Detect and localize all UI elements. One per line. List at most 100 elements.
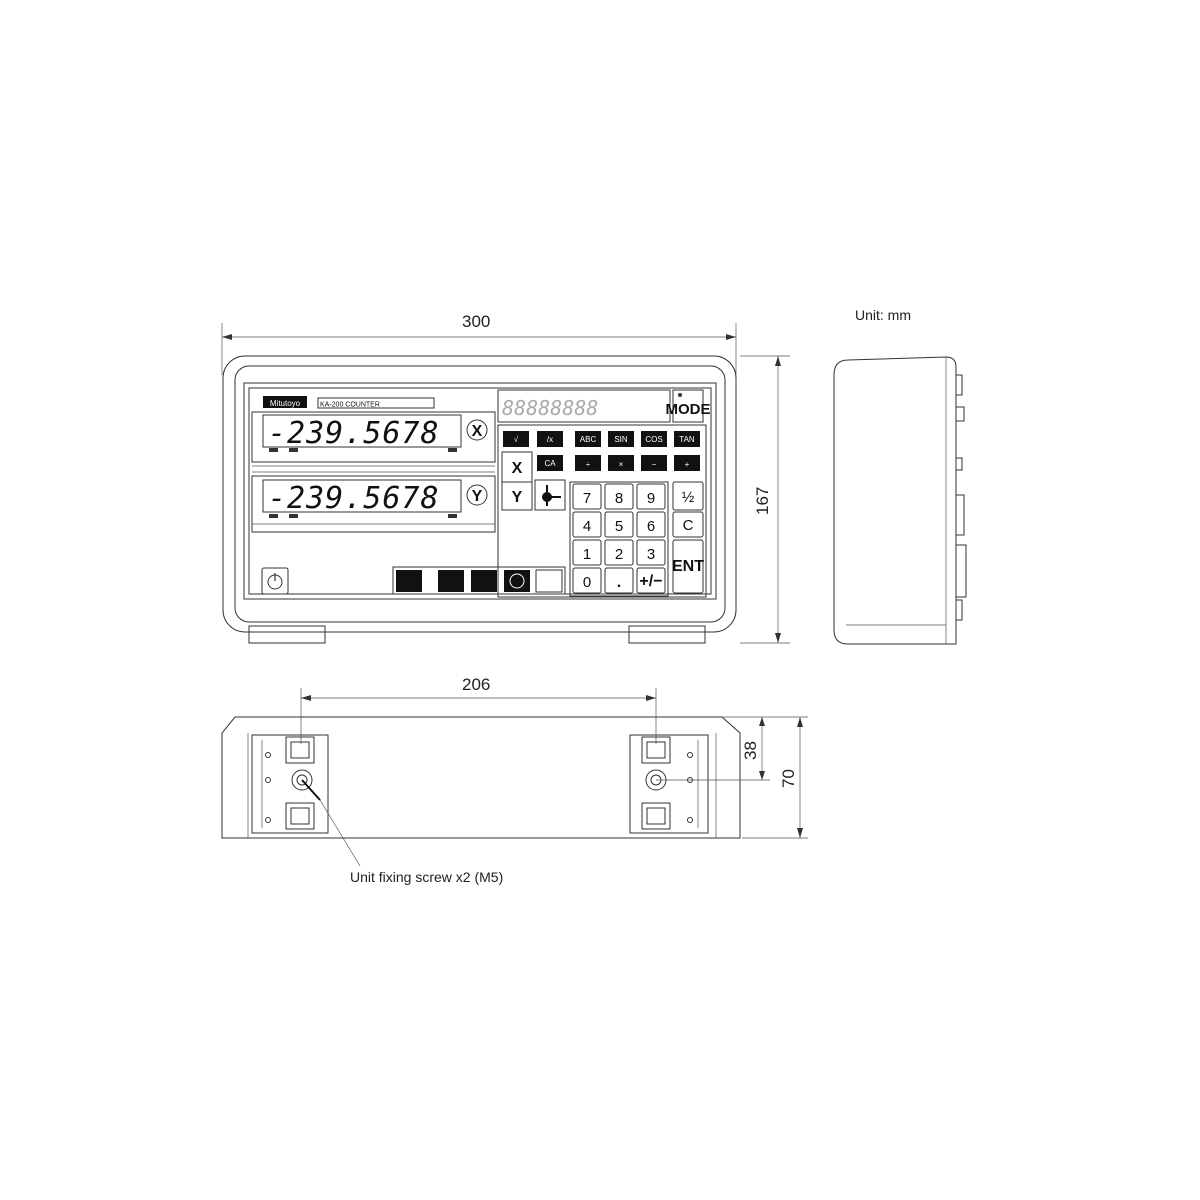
svg-text:CA: CA — [544, 459, 556, 468]
side-view — [833, 356, 967, 645]
height-value: 167 — [753, 487, 772, 515]
depth-to-screw-value: 38 — [741, 741, 760, 760]
svg-text:6: 6 — [647, 518, 655, 535]
svg-text:0: 0 — [583, 574, 591, 591]
y-display-frame — [251, 475, 496, 533]
svg-text:/x: /x — [547, 435, 553, 444]
x-axis-indicator — [466, 419, 488, 441]
numeric-keypad: 7 8 9 4 5 6 1 2 3 0 . +/− — [569, 481, 669, 597]
front-view: Mitutoyo KA-200 COUNTER -239.5678 X -239… — [222, 355, 737, 644]
divide-key[interactable] — [575, 455, 601, 471]
half-button[interactable] — [672, 481, 704, 511]
clear-button[interactable] — [672, 511, 704, 538]
x-display — [262, 414, 462, 448]
front-foot-left — [248, 625, 326, 644]
width-value: 300 — [462, 312, 490, 331]
bottom-view — [221, 716, 770, 839]
key-1[interactable] — [572, 539, 602, 566]
svg-text:COS: COS — [645, 435, 662, 444]
screw-callout: Unit fixing screw x2 (M5) — [301, 779, 503, 885]
power-icon — [267, 573, 283, 590]
plus-key[interactable] — [674, 455, 700, 471]
bottom-function-keys — [392, 566, 566, 595]
svg-text:4: 4 — [583, 518, 591, 535]
sin-key[interactable] — [608, 431, 634, 447]
sqrt-key[interactable] — [503, 431, 529, 447]
svg-text:X: X — [472, 423, 483, 440]
clear-all-key[interactable] — [537, 455, 563, 471]
side-port — [955, 544, 967, 598]
reciprocal-key[interactable] — [537, 431, 563, 447]
function-keys-row2: CA ÷ × − + — [537, 455, 700, 471]
key-4[interactable] — [572, 511, 602, 538]
key-7[interactable] — [572, 483, 602, 510]
circle-icon — [509, 573, 525, 589]
y-display-value: -239.5678 — [268, 481, 440, 516]
key-8[interactable] — [604, 483, 634, 510]
svg-text:Y: Y — [512, 489, 523, 506]
svg-text:1: 1 — [583, 546, 591, 563]
key-2[interactable] — [604, 539, 634, 566]
key-0[interactable] — [572, 567, 602, 594]
svg-text:Mitutoyo: Mitutoyo — [270, 399, 301, 408]
bottom-key-4[interactable] — [504, 570, 530, 592]
svg-text:Y: Y — [472, 488, 483, 505]
cos-key[interactable] — [641, 431, 667, 447]
bottom-key-5[interactable] — [535, 569, 563, 593]
calculator-display — [497, 389, 671, 423]
svg-text:TAN: TAN — [679, 435, 695, 444]
bottom-key-2[interactable] — [438, 570, 464, 592]
enter-button[interactable] — [672, 539, 704, 594]
svg-text:5: 5 — [615, 518, 623, 535]
svg-text:7: 7 — [583, 490, 591, 507]
key-decimal[interactable] — [604, 567, 634, 594]
screw-callout-text: Unit fixing screw x2 (M5) — [350, 869, 503, 885]
model-plate — [317, 397, 435, 409]
x-display-frame — [251, 411, 496, 463]
svg-text:SIN: SIN — [614, 435, 628, 444]
svg-text:8: 8 — [615, 490, 623, 507]
zero-set-icon — [542, 485, 561, 506]
bottom-foot-left — [251, 734, 329, 834]
bottom-key-3[interactable] — [471, 570, 497, 592]
svg-text:2: 2 — [615, 546, 623, 563]
foot-spacing-value: 206 — [462, 675, 490, 694]
svg-text:KA-200 COUNTER: KA-200 COUNTER — [320, 402, 380, 409]
side-connector — [955, 494, 965, 536]
multiply-key[interactable] — [608, 455, 634, 471]
key-6[interactable] — [636, 511, 666, 538]
svg-text:ABC: ABC — [580, 435, 597, 444]
svg-text:MODE: MODE — [666, 401, 711, 418]
svg-text:+: + — [685, 460, 690, 469]
svg-text:C: C — [683, 517, 694, 534]
svg-text:+/−: +/− — [639, 573, 662, 590]
svg-text:X: X — [512, 460, 523, 477]
function-keys-row1: √ /x ABC SIN COS TAN — [503, 431, 700, 447]
svg-text:×: × — [619, 460, 624, 469]
mode-button[interactable] — [672, 389, 704, 423]
key-5[interactable] — [604, 511, 634, 538]
key-sign[interactable] — [636, 567, 666, 594]
tan-key[interactable] — [674, 431, 700, 447]
left-fixing-screw — [291, 769, 313, 791]
calculator-display-digits: 88888888 — [502, 396, 598, 420]
bottom-key-1[interactable] — [396, 570, 422, 592]
height-dimension: 167 — [740, 355, 790, 644]
svg-text:9: 9 — [647, 490, 655, 507]
unit-label: Unit: mm — [855, 307, 911, 323]
x-display-value: -239.5678 — [268, 416, 440, 451]
minus-key[interactable] — [641, 455, 667, 471]
depth-dimensions: 38 70 — [722, 716, 808, 839]
key-3[interactable] — [636, 539, 666, 566]
width-dimension: 300 — [221, 312, 737, 375]
key-9[interactable] — [636, 483, 666, 510]
front-foot-right — [628, 625, 706, 644]
y-axis-indicator — [466, 484, 488, 506]
abc-key[interactable] — [575, 431, 601, 447]
y-select-button[interactable] — [501, 481, 533, 511]
svg-text:√: √ — [514, 435, 519, 444]
svg-text:ENT: ENT — [672, 558, 704, 575]
svg-text:3: 3 — [647, 546, 655, 563]
foot-spacing-dimension: 206 — [300, 675, 657, 744]
